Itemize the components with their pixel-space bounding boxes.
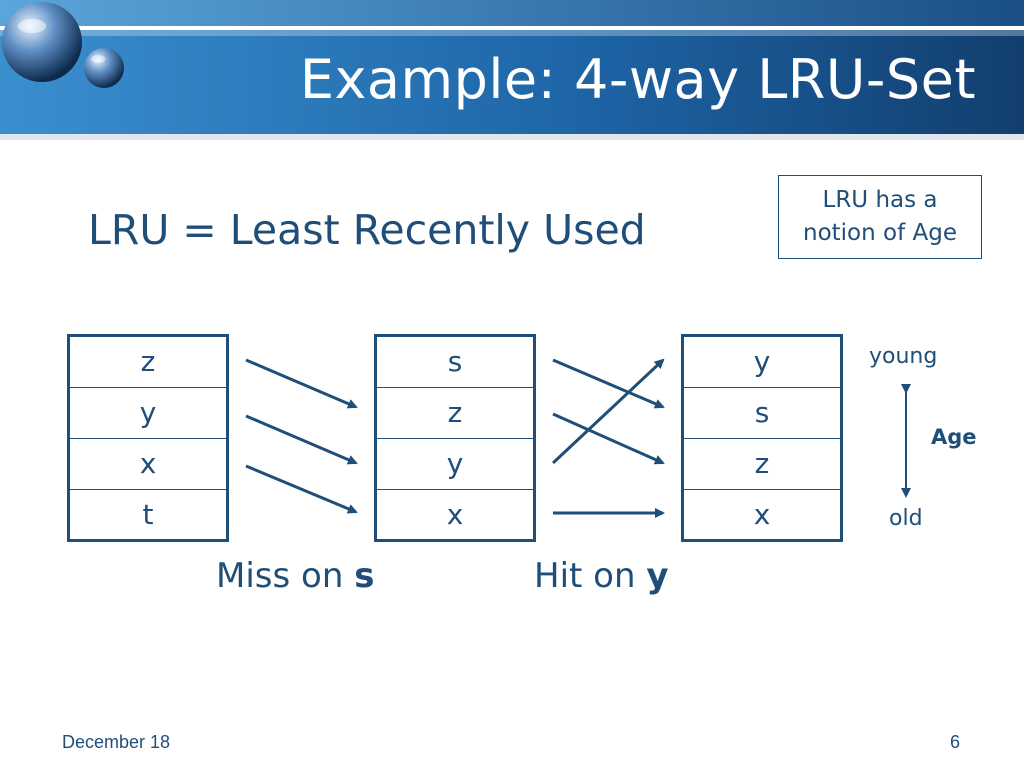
globe-logo-icon [2,2,124,88]
age-axis-label: Age [931,425,977,449]
set-entry: y [70,388,226,439]
promote-arrow [551,358,665,465]
set-state-after-miss: s z y x [374,334,536,542]
age-young-label: young [869,344,938,369]
set-entry: x [446,498,464,531]
shift-arrow [245,464,358,514]
age-old-label: old [889,506,923,531]
slide-number: 6 [950,732,961,752]
shift-arrow [245,414,358,465]
set-entry: z [684,439,840,490]
footer-date: December 18 [62,732,171,752]
shift-arrow [245,358,358,409]
set-entry: z [70,337,226,388]
set-entry: y [377,439,533,490]
caption-hit-prefix: Hit on [534,556,647,596]
header-banner [0,0,1024,140]
caption-miss-key: s [354,556,375,596]
slide-title: Example: 4-way LRU-Set [299,48,976,111]
note-line-1: LRU has a [822,187,938,213]
set-state-initial: z y x t [67,334,229,542]
caption-miss: Miss on s [216,556,374,596]
set-state-after-hit: y s z x [681,334,843,542]
shift-arrow [552,358,665,409]
note-line-2: notion of Age [803,220,957,246]
set-entry: y [684,337,840,388]
set-entry: t [142,498,154,531]
caption-miss-prefix: Miss on [216,556,355,596]
age-note-box: LRU has a notion of Age [778,175,982,259]
set-entry: s [684,388,840,439]
set-entry: z [377,388,533,439]
subtitle: LRU = Least Recently Used [88,206,646,254]
caption-hit-key: y [646,556,669,596]
set-entry: s [377,337,533,388]
set-entry: x [70,439,226,490]
set-entry: x [753,498,771,531]
slide-header: Example: 4-way LRU-Set [0,0,1024,140]
shift-arrow [552,412,665,465]
caption-hit: Hit on y [534,556,668,596]
